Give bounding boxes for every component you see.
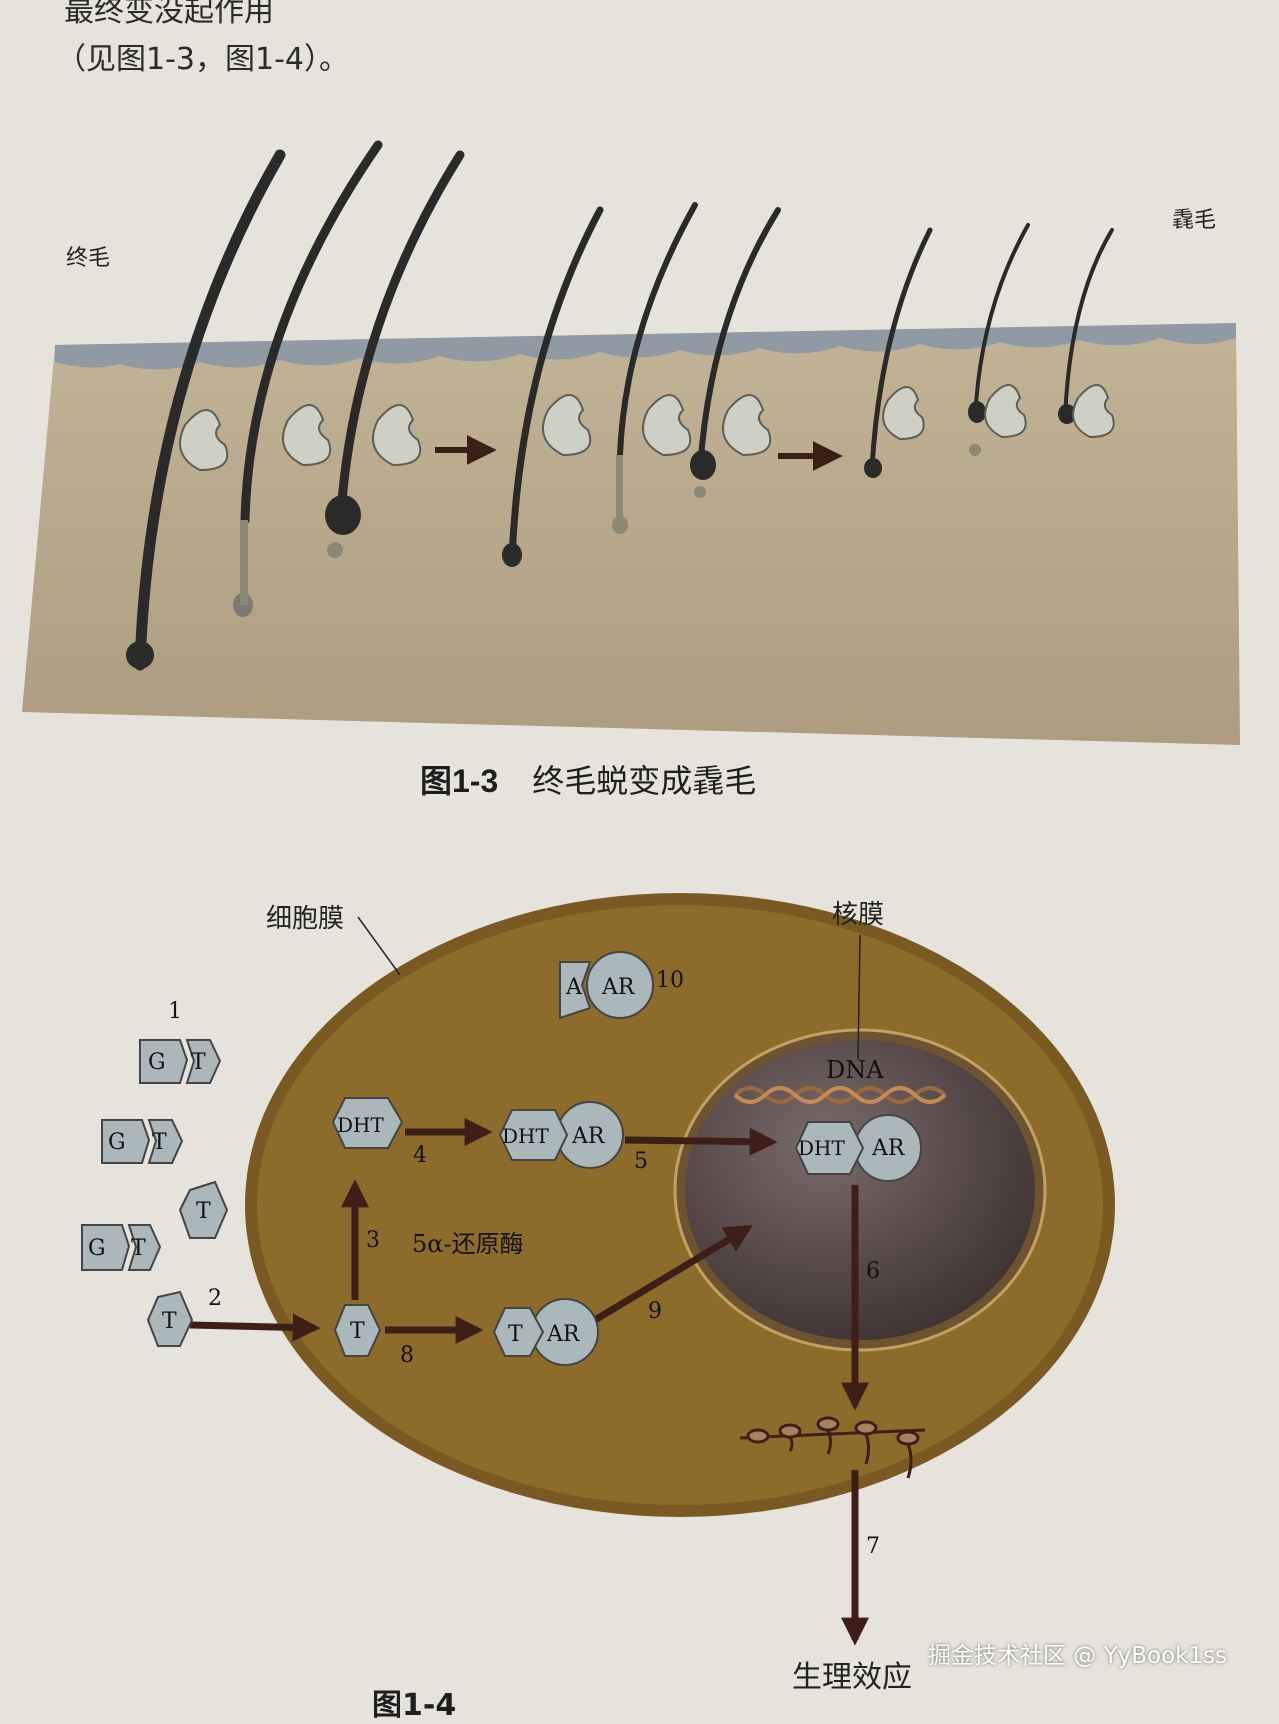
watermark: 掘金技术社区 @ YyBook1ss — [928, 1643, 1228, 1669]
nuclear-membrane-label: 核膜 — [832, 900, 885, 930]
terminal-hair-label: 终毛 — [66, 246, 111, 271]
molecule-label-t: T — [508, 1322, 523, 1347]
sebaceous-glands — [179, 384, 1115, 472]
arrow-step-9 — [593, 1225, 753, 1323]
cell-membrane-leader — [357, 916, 401, 976]
complex-dht-ar-cytoplasm: DHT AR — [498, 1101, 624, 1169]
hair-group-vellus — [869, 223, 1114, 471]
hair-bulbs — [126, 401, 1076, 669]
step-number-7: 7 — [866, 1534, 880, 1559]
molecule-dht: DHT — [331, 1097, 404, 1149]
arrow-right-icon — [467, 435, 497, 465]
molecule-label-g: G — [148, 1050, 166, 1075]
step-number-8: 8 — [400, 1343, 414, 1368]
molecule-gt-2: G T — [101, 1119, 184, 1164]
complex-t-ar: T AR — [492, 1298, 599, 1366]
molecule-label-ar: AR — [601, 975, 636, 1000]
molecule-label-g: G — [108, 1130, 126, 1155]
arrow-step-5 — [624, 1127, 778, 1156]
step-number-9: 9 — [648, 1299, 662, 1324]
figure-1-4-caption: 图1-4 — [372, 1688, 457, 1723]
cell-diagram — [189, 893, 1115, 1646]
physiological-effect-label: 生理效应 — [792, 1660, 912, 1695]
molecule-label-t: T — [350, 1319, 365, 1344]
skin-cross-section — [22, 323, 1240, 745]
complex-dht-ar-nucleus: DHT AR — [794, 1114, 922, 1182]
transcription-symbols — [739, 1416, 926, 1479]
molecule-label-t: T — [191, 1050, 206, 1075]
pathway-arrows — [189, 1118, 869, 1646]
nuclear-membrane-leader — [857, 934, 861, 1061]
step-number-3: 3 — [366, 1228, 380, 1253]
figure-1-3-caption: 图1-3 终毛蜕变成毳毛 — [420, 756, 756, 802]
transition-arrows — [435, 435, 843, 471]
enzyme-label: 5α-还原酶 — [412, 1230, 524, 1258]
molecule-label-g: G — [88, 1236, 106, 1261]
molecule-label-a: A — [565, 975, 583, 1000]
molecule-t-entering: T — [146, 1290, 194, 1347]
complex-a-ar: A AR — [559, 951, 654, 1020]
figure-1-3-number: 图1-3 — [420, 763, 499, 799]
hair-group-terminal — [134, 140, 465, 671]
molecule-gt-3: G T — [81, 1224, 162, 1271]
arrow-right-icon — [813, 441, 843, 471]
step-number-1: 1 — [168, 999, 182, 1024]
intro-text-line-1: 最终变没起作用 — [64, 0, 274, 29]
figure-1-3-title: 终毛蜕变成毳毛 — [532, 762, 757, 800]
molecule-t-free: T — [178, 1180, 229, 1239]
molecule-label-t: T — [162, 1309, 177, 1334]
dna-helix — [733, 1086, 947, 1104]
step-number-4: 4 — [413, 1143, 427, 1168]
molecule-label-ar: AR — [571, 1124, 606, 1149]
dna-label: DNA — [826, 1056, 884, 1084]
step-number-6: 6 — [866, 1259, 880, 1284]
molecule-label-ar: AR — [546, 1322, 581, 1347]
vellus-hair-label: 毳毛 — [1172, 208, 1217, 233]
molecule-label-t: T — [152, 1130, 167, 1155]
molecule-gt-1: G T — [139, 1039, 222, 1084]
arrow-step-2 — [189, 1313, 321, 1342]
molecule-label-dht: DHT — [337, 1113, 384, 1137]
molecule-label-t: T — [196, 1199, 211, 1224]
step-number-2: 2 — [208, 1286, 222, 1311]
molecule-t-intracellular: T — [333, 1304, 382, 1357]
step-numbers: 1 2 3 4 5 6 7 8 9 10 — [168, 968, 880, 1559]
intro-text-line-2: （见图1-3，图1-4）。 — [56, 42, 349, 77]
molecule-label-dht: DHT — [502, 1124, 549, 1148]
molecule-label-t: T — [131, 1236, 146, 1261]
step-number-5: 5 — [634, 1149, 648, 1174]
hair-group-intermediate — [508, 202, 781, 564]
molecule-label-dht: DHT — [798, 1136, 845, 1160]
step-number-10: 10 — [656, 968, 684, 993]
cell-membrane-label: 细胞膜 — [266, 904, 345, 934]
molecule-label-ar: AR — [871, 1136, 906, 1161]
